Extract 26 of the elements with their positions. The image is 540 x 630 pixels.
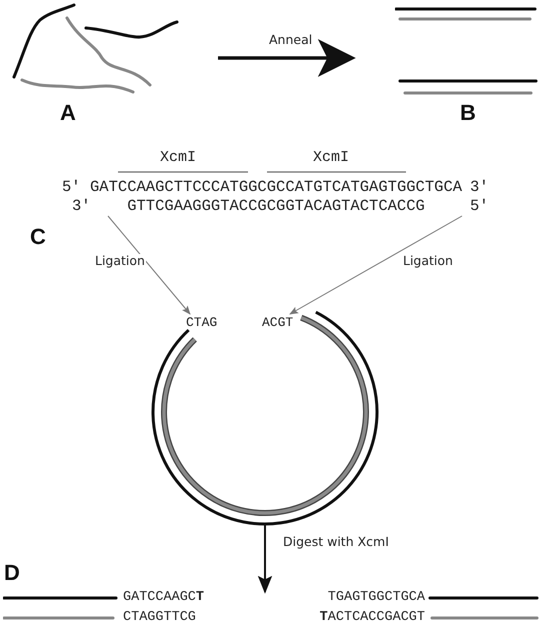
panel-letter: C — [30, 226, 46, 248]
panel-letter: D — [4, 562, 20, 584]
dna-sequence: GATCCAAGCT — [123, 591, 204, 604]
edge-label: Ligation — [402, 254, 454, 268]
dna-sequence: TACTCACCGACGT — [320, 611, 425, 624]
arrow — [258, 525, 272, 594]
strand-end-label: 5' — [470, 199, 489, 214]
sticky-end-sequence: ACGT — [262, 316, 294, 329]
edge-label: Anneal — [268, 33, 314, 48]
strand-end-label: 3' — [470, 180, 489, 196]
arrow — [218, 39, 356, 77]
arrow — [289, 216, 462, 314]
strand-end-label: 5' — [62, 180, 81, 196]
dna-sequence: GATCCAAGCTTCCCATGGCGCCATGTCATGAGTGGCTGCA — [90, 180, 462, 196]
arrow — [108, 216, 191, 315]
edge-label: Ligation — [94, 254, 146, 268]
dna-sequence: TGAGTGGCTGCA — [328, 591, 425, 604]
edge-label: Digest with XcmI — [282, 535, 390, 550]
dna-sequence: GTTCGAAGGGTACCGCGGTACAGTACTCACCG — [127, 199, 425, 214]
panel-letter: A — [60, 102, 76, 124]
strand-end-label: 3' — [72, 199, 91, 214]
sticky-end-sequence: CTAG — [186, 316, 218, 329]
panel-letter: B — [460, 102, 476, 124]
site-label: XcmI — [160, 150, 196, 165]
dna-sequence: CTAGGTTCG — [123, 611, 196, 624]
site-label: XcmI — [313, 150, 350, 165]
